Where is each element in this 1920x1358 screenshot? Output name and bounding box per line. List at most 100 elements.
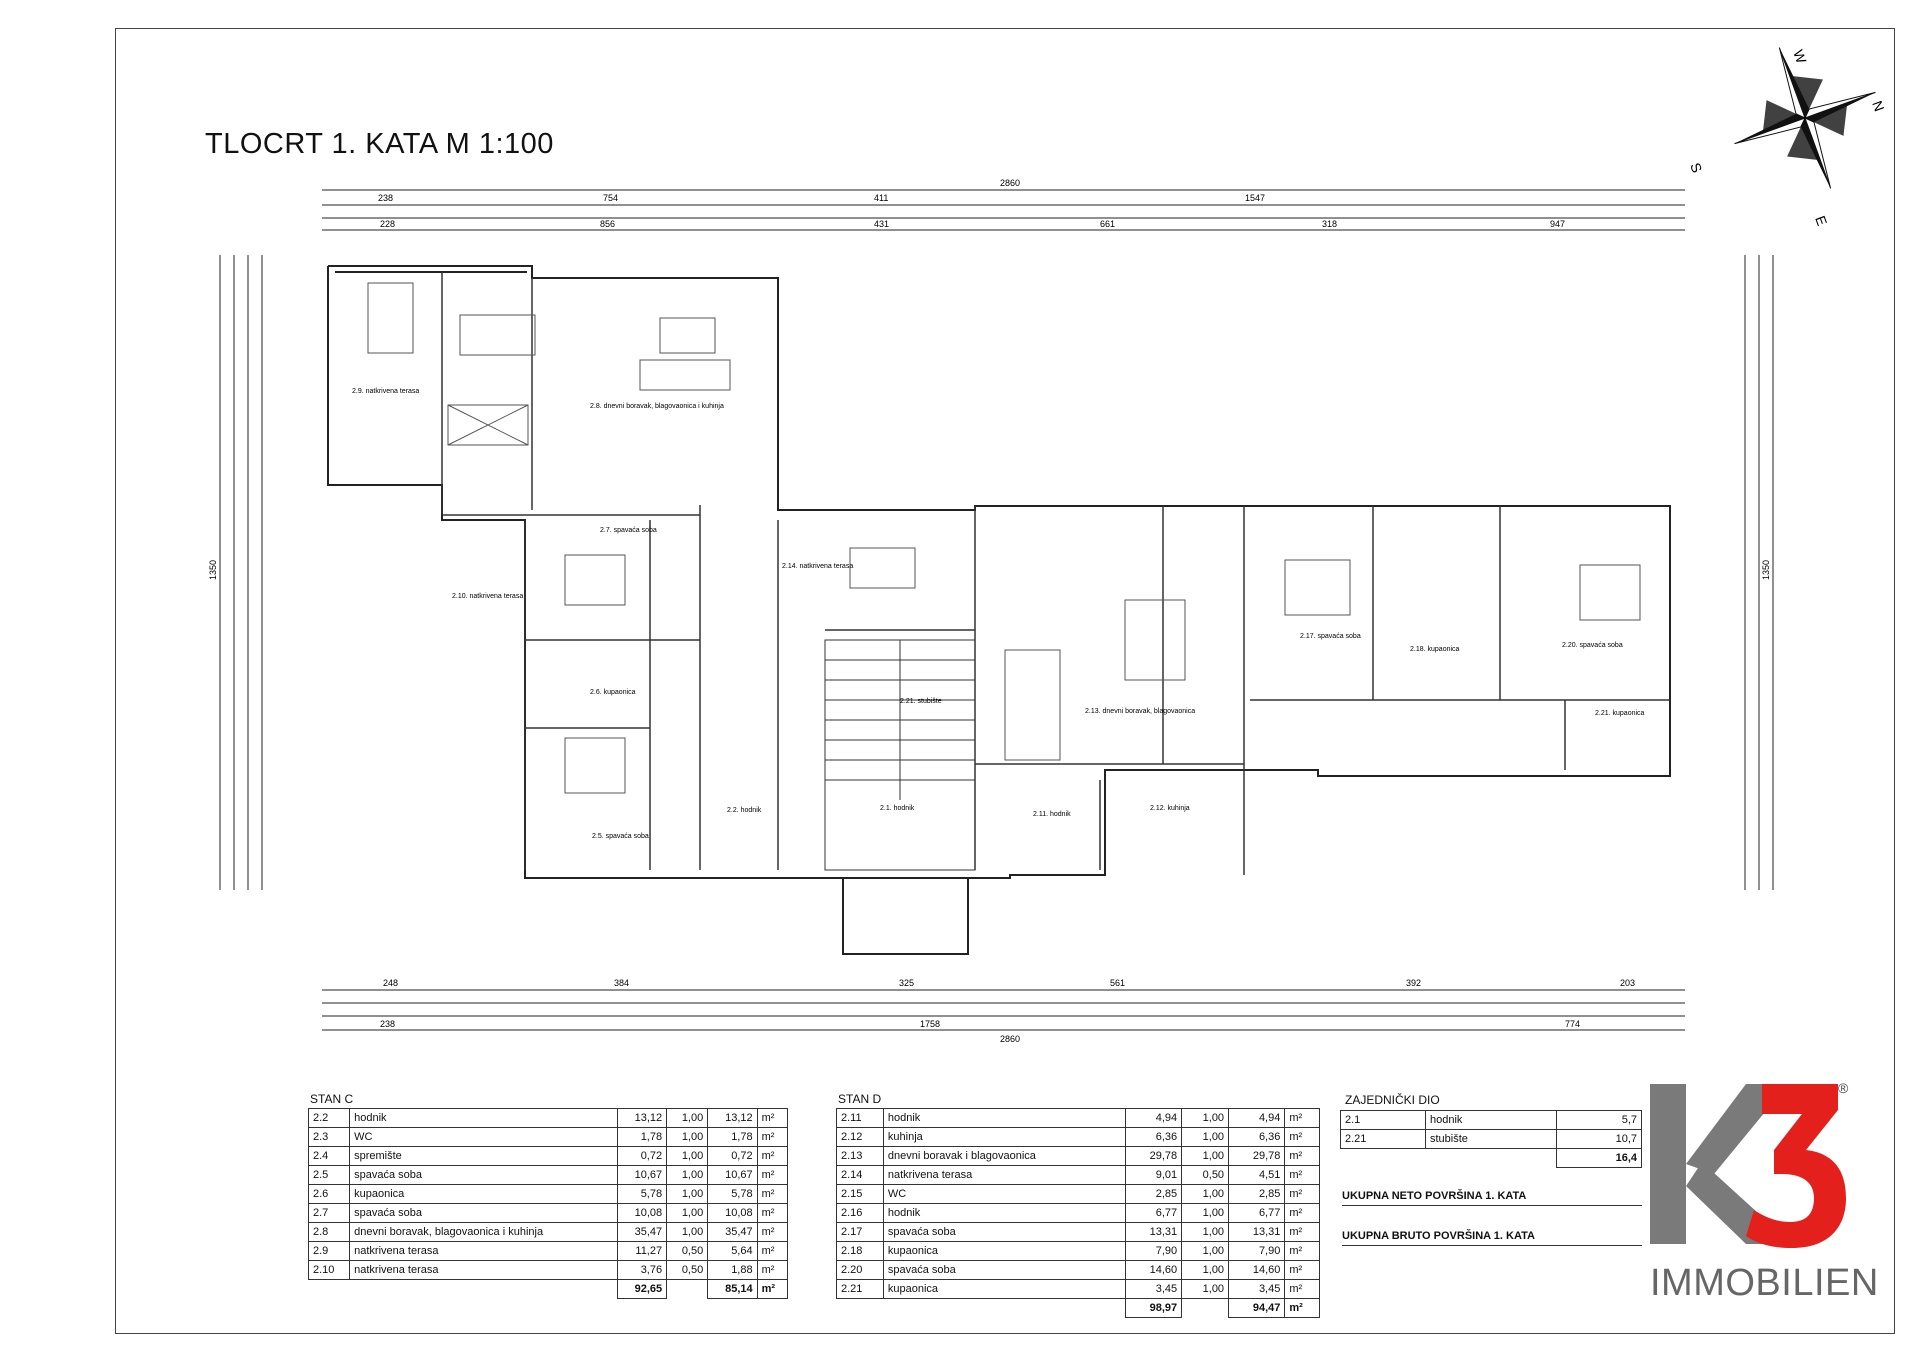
plan-label-d-terrace: 2.14. natkrivena terasa xyxy=(782,563,853,570)
factor-cell: 1,00 xyxy=(1181,1146,1230,1166)
common-total: 16,4 xyxy=(1556,1148,1642,1168)
id-cell: 2.9 xyxy=(307,1241,351,1261)
summary-bruto: UKUPNA BRUTO POVRŠINA 1. KATA xyxy=(1342,1230,1642,1246)
table-total-row: 16,4 xyxy=(1340,1148,1642,1168)
unit-cell: m² xyxy=(1284,1241,1320,1261)
unit-cell: m² xyxy=(1284,1203,1320,1223)
unit-cell: m² xyxy=(756,1165,789,1185)
top-dim-row3-5: 318 xyxy=(1322,219,1337,229)
plan-label-c-hall: 2.2. hodnik xyxy=(727,807,762,814)
id-cell: 2.14 xyxy=(836,1165,884,1185)
id-cell: 2.7 xyxy=(307,1203,351,1223)
net-cell: 13,31 xyxy=(1228,1222,1286,1242)
unit-cell: m² xyxy=(1284,1165,1320,1185)
k3-logo xyxy=(1650,1084,1846,1248)
area-cell: 11,27 xyxy=(616,1241,668,1261)
id-cell: 2.18 xyxy=(836,1241,884,1261)
unit-cell: m² xyxy=(756,1184,789,1204)
area-cell: 3,76 xyxy=(616,1260,668,1280)
bottom-dim-11: 203 xyxy=(1620,978,1635,988)
top-dim-1: 238 xyxy=(378,193,393,203)
area-cell: 10,67 xyxy=(616,1165,668,1185)
name-cell: stubište xyxy=(1424,1129,1558,1149)
unit-cell: m² xyxy=(756,1127,789,1147)
factor-cell: 1,00 xyxy=(1181,1222,1230,1242)
bottom-dim-7: 561 xyxy=(1110,978,1125,988)
total-area: 92,65 xyxy=(616,1279,668,1299)
factor-cell: 0,50 xyxy=(666,1241,709,1261)
value-cell: 10,7 xyxy=(1556,1129,1642,1149)
factor-cell: 1,00 xyxy=(1181,1241,1230,1261)
id-cell: 2.21 xyxy=(1340,1129,1426,1149)
id-cell: 2.12 xyxy=(836,1127,884,1147)
id-cell: 2.17 xyxy=(836,1222,884,1242)
unit-cell: m² xyxy=(1284,1222,1320,1242)
factor-cell: 0,50 xyxy=(666,1260,709,1280)
top-dim-row3-3: 431 xyxy=(874,219,889,229)
bottom-dim-1: 248 xyxy=(383,978,398,988)
id-cell: 2.21 xyxy=(836,1279,884,1299)
id-cell: 2.15 xyxy=(836,1184,884,1204)
factor-cell: 1,00 xyxy=(1181,1108,1230,1128)
net-cell: 13,12 xyxy=(707,1108,758,1128)
net-cell: 5,64 xyxy=(707,1241,758,1261)
name-cell: spremište xyxy=(349,1146,618,1166)
plan-label-d-kitchen: 2.12. kuhinja xyxy=(1150,805,1190,812)
area-cell: 4,94 xyxy=(1124,1108,1183,1128)
area-cell: 1,78 xyxy=(616,1127,668,1147)
unit-cell: m² xyxy=(756,1108,789,1128)
net-cell: 4,51 xyxy=(1228,1165,1286,1185)
net-cell: 1,78 xyxy=(707,1127,758,1147)
logo-name: IMMOBILIEN xyxy=(1650,1262,1879,1304)
plan-label-d-bath2: 2.21. kupaonica xyxy=(1595,710,1645,717)
name-cell: spavaća soba xyxy=(349,1203,618,1223)
name-cell: natkrivena terasa xyxy=(349,1260,618,1280)
compass-label-e: E xyxy=(1812,214,1830,228)
area-cell: 6,77 xyxy=(1124,1203,1183,1223)
factor-cell: 1,00 xyxy=(666,1203,709,1223)
plan-label-d-living: 2.13. dnevni boravak, blagovaonica xyxy=(1085,708,1195,715)
top-dim-row3-2: 856 xyxy=(600,219,615,229)
id-cell: 2.6 xyxy=(307,1184,351,1204)
id-cell: 2.5 xyxy=(307,1165,351,1185)
common-caption: ZAJEDNIČKI DIO xyxy=(1345,1093,1440,1107)
total-net: 94,47 xyxy=(1228,1298,1286,1318)
plan-label-d-bed2: 2.20. spavaća soba xyxy=(1562,642,1623,649)
id-cell: 2.2 xyxy=(307,1108,351,1128)
factor-cell: 1,00 xyxy=(666,1127,709,1147)
left-dimension-chain xyxy=(219,255,263,890)
summary-neto: UKUPNA NETO POVRŠINA 1. KATA xyxy=(1342,1190,1642,1206)
drawing-title: TLOCRT 1. KATA M 1:100 xyxy=(205,128,554,160)
name-cell: dnevni boravak, blagovaonica i kuhinja xyxy=(349,1222,618,1242)
id-cell: 2.3 xyxy=(307,1127,351,1147)
unit-cell: m² xyxy=(1284,1146,1320,1166)
plan-label-d-bed1: 2.17. spavaća soba xyxy=(1300,633,1361,640)
plan-label-c-bed2: 2.5. spavaća soba xyxy=(592,833,649,840)
name-cell: natkrivena terasa xyxy=(882,1165,1126,1185)
total-unit: m² xyxy=(756,1279,789,1299)
name-cell: hodnik xyxy=(882,1203,1126,1223)
name-cell: spavaća soba xyxy=(349,1165,618,1185)
compass-label-w: W xyxy=(1790,48,1810,67)
factor-cell: 1,00 xyxy=(1181,1260,1230,1280)
bottom-dim-total: 2860 xyxy=(1000,1034,1020,1044)
net-cell: 4,94 xyxy=(1228,1108,1286,1128)
staircase xyxy=(824,639,976,871)
area-cell: 3,45 xyxy=(1124,1279,1183,1299)
total-net: 85,14 xyxy=(707,1279,758,1299)
top-dim-4: 1547 xyxy=(1245,193,1265,203)
area-cell: 9,01 xyxy=(1124,1165,1183,1185)
compass-label-n: N xyxy=(1869,99,1887,114)
area-cell: 10,08 xyxy=(616,1203,668,1223)
